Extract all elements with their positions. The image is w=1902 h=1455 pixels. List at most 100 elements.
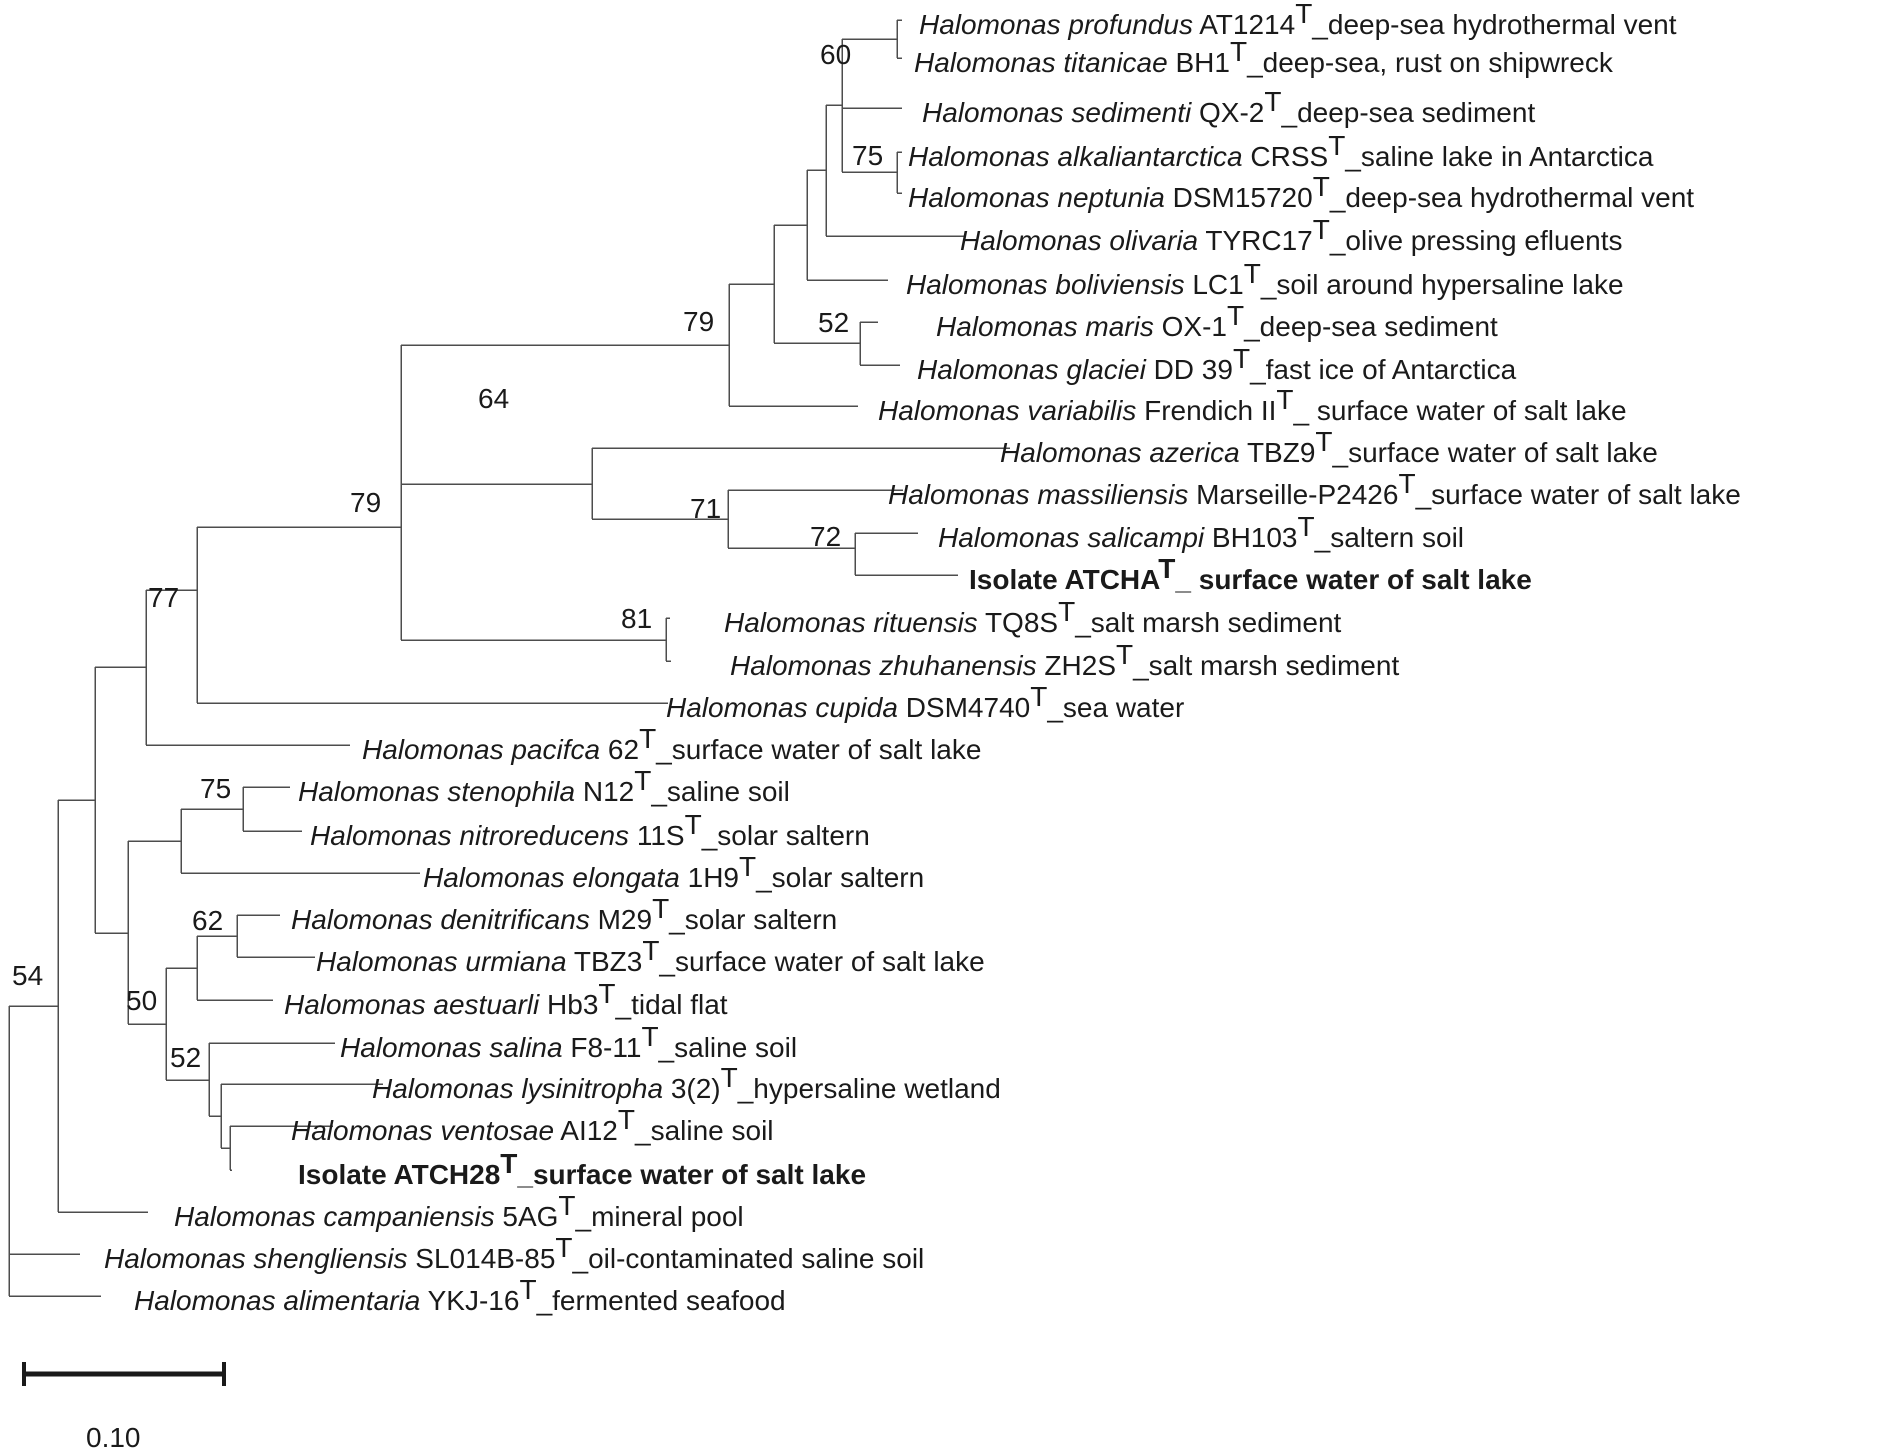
type-strain-mark: T: [1264, 86, 1281, 117]
type-strain-mark: T: [652, 893, 669, 924]
taxon-label: Halomonas variabilis Frendich IIT_ surfa…: [878, 384, 1627, 426]
type-strain-mark: T: [1227, 300, 1244, 331]
bootstrap-value: 79: [683, 306, 714, 337]
species-name: Halomonas zhuhanensis: [730, 650, 1037, 681]
strain-name: Isolate ATCHA: [969, 564, 1160, 595]
species-name: Halomonas boliviensis: [906, 269, 1185, 300]
type-strain-mark: T: [1030, 681, 1047, 712]
bootstrap-value: 62: [192, 905, 223, 936]
bootstrap-value: 77: [148, 582, 179, 613]
bootstrap-value: 52: [170, 1042, 201, 1073]
species-name: Halomonas salicampi: [938, 522, 1205, 553]
isolation-source: _solar saltern: [701, 820, 870, 851]
type-strain-mark: T: [558, 1190, 575, 1221]
strain-name: DSM4740: [898, 692, 1030, 723]
tree-branches: [8, 19, 1010, 1297]
bootstrap-value: 54: [12, 960, 43, 991]
type-strain-mark: T: [1233, 343, 1250, 374]
type-strain-mark: T: [1158, 553, 1175, 584]
strain-name: LC1: [1185, 269, 1244, 300]
type-strain-mark: T: [739, 851, 756, 882]
species-name: Halomonas denitrificans: [291, 904, 590, 935]
strain-name: Marseille-P2426: [1188, 479, 1398, 510]
strain-name: F8-11: [563, 1032, 642, 1063]
bootstrap-value: 60: [820, 39, 851, 70]
type-strain-mark: T: [1298, 511, 1315, 542]
strain-name: CRSS: [1243, 141, 1329, 172]
scale-bar: 0.10: [22, 1362, 226, 1453]
strain-name: QX-2: [1191, 97, 1264, 128]
type-strain-mark: T: [1244, 258, 1261, 289]
taxon-label: Halomonas zhuhanensis ZH2ST_salt marsh s…: [730, 639, 1399, 681]
strain-name: 11S: [629, 820, 685, 851]
strain-name: DSM15720: [1165, 182, 1313, 213]
species-name: Halomonas variabilis: [878, 395, 1136, 426]
isolation-source: _deep-sea sediment: [1281, 97, 1536, 128]
species-name: Halomonas titanicae: [914, 47, 1168, 78]
isolation-source: _surface water of salt lake: [1332, 437, 1658, 468]
type-strain-mark: T: [1230, 36, 1247, 67]
type-strain-mark: T: [1315, 426, 1332, 457]
taxon-label: Isolate ATCHAT_ surface water of salt la…: [969, 553, 1532, 595]
type-strain-mark: T: [639, 723, 656, 754]
isolation-source: _salt marsh sediment: [1074, 607, 1341, 638]
species-name: Halomonas azerica: [1000, 437, 1240, 468]
strain-name: 1H9: [680, 862, 739, 893]
type-strain-mark: T: [519, 1274, 536, 1305]
species-name: Halomonas pacifca: [362, 734, 600, 765]
taxon-label: Halomonas cupida DSM4740T_sea water: [666, 681, 1184, 723]
isolation-source: _saline lake in Antarctica: [1344, 141, 1654, 172]
taxon-labels: Halomonas profundus AT1214T_deep-sea hyd…: [104, 0, 1741, 1316]
type-strain-mark: T: [618, 1104, 635, 1135]
strain-name: SL014B-85: [408, 1243, 556, 1274]
strain-name: TYRC17: [1198, 225, 1313, 256]
isolation-source: _deep-sea sediment: [1243, 311, 1498, 342]
isolation-source: _ surface water of salt lake: [1174, 564, 1531, 595]
taxon-label: Halomonas massiliensis Marseille-P2426T_…: [888, 468, 1741, 510]
isolation-source: _fast ice of Antarctica: [1249, 354, 1517, 385]
taxon-label: Isolate ATCH28T_surface water of salt la…: [298, 1148, 866, 1190]
taxon-label: Halomonas azerica TBZ9T_surface water of…: [1000, 426, 1658, 468]
taxon-label: Halomonas sedimenti QX-2T_deep-sea sedim…: [922, 86, 1535, 128]
bootstrap-value: 71: [690, 493, 721, 524]
isolation-source: _fermented seafood: [536, 1285, 786, 1316]
taxon-label: Halomonas salina F8-11T_saline soil: [340, 1021, 797, 1063]
isolation-source: _surface water of salt lake: [1415, 479, 1741, 510]
bootstrap-value: 79: [350, 487, 381, 518]
bootstrap-value: 50: [126, 985, 157, 1016]
type-strain-mark: T: [642, 935, 659, 966]
species-name: Halomonas shengliensis: [104, 1243, 408, 1274]
strain-name: Frendich II: [1136, 395, 1276, 426]
taxon-label: Halomonas lysinitropha 3(2)T_hypersaline…: [372, 1062, 1001, 1104]
strain-name: ZH2S: [1037, 650, 1116, 681]
type-strain-mark: T: [1398, 468, 1415, 499]
isolation-source: _sea water: [1046, 692, 1184, 723]
taxon-label: Halomonas urmiana TBZ3T_surface water of…: [316, 935, 985, 977]
isolation-source: _salt marsh sediment: [1132, 650, 1399, 681]
species-name: Halomonas alimentaria: [134, 1285, 420, 1316]
species-name: Halomonas olivaria: [960, 225, 1198, 256]
taxon-label: Halomonas olivaria TYRC17T_olive pressin…: [960, 214, 1622, 256]
type-strain-mark: T: [555, 1232, 572, 1263]
scale-bar-label: 0.10: [86, 1422, 141, 1453]
taxon-label: Halomonas campaniensis 5AGT_mineral pool: [174, 1190, 744, 1232]
strain-name: BH1: [1168, 47, 1230, 78]
species-name: Halomonas stenophila: [298, 776, 575, 807]
species-name: Halomonas urmiana: [316, 946, 567, 977]
isolation-source: _saline soil: [650, 776, 790, 807]
strain-name: TBZ3: [567, 946, 643, 977]
isolation-source: _surface water of salt lake: [658, 946, 984, 977]
strain-name: TQ8S: [978, 607, 1058, 638]
isolation-source: _deep-sea, rust on shipwreck: [1246, 47, 1614, 78]
isolation-source: _soil around hypersaline lake: [1260, 269, 1624, 300]
type-strain-mark: T: [685, 809, 702, 840]
species-name: Halomonas neptunia: [908, 182, 1165, 213]
species-name: Halomonas massiliensis: [888, 479, 1188, 510]
isolation-source: _deep-sea hydrothermal vent: [1311, 9, 1676, 40]
type-strain-mark: T: [641, 1021, 658, 1052]
isolation-source: _tidal flat: [615, 989, 728, 1020]
bootstrap-value: 52: [818, 307, 849, 338]
type-strain-mark: T: [1116, 639, 1133, 670]
strain-name: AT1214: [1193, 9, 1295, 40]
